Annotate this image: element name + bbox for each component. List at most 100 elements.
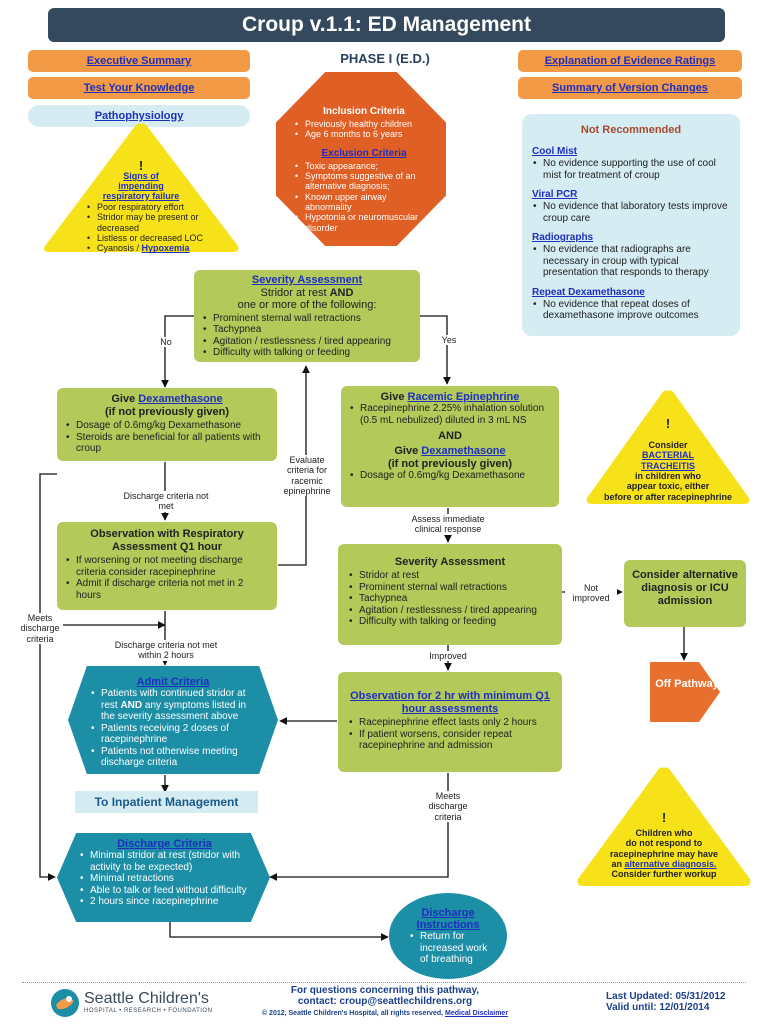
give-epi-prefix: Give <box>380 391 408 403</box>
list-item: Minimal retractions <box>79 873 250 885</box>
admit-item1-c: any symptoms listed in the severity asse… <box>101 699 247 723</box>
not-rec-cool-mist: Cool Mist No evidence supporting the use… <box>532 146 730 181</box>
pathophysiology-link[interactable]: Pathophysiology <box>94 110 184 122</box>
footer-divider <box>22 982 746 983</box>
alternative-diagnosis-link[interactable]: alternative diagnosis. <box>624 859 717 870</box>
observation-q1-title: Observation with Respiratory Assessment … <box>90 528 244 553</box>
list-item: No evidence supporting the use of cool m… <box>532 158 730 181</box>
not-recommended-title: Not Recommended <box>580 124 682 136</box>
version-changes-link[interactable]: Summary of Version Changes <box>552 82 708 94</box>
version-changes-button[interactable]: Summary of Version Changes <box>518 77 742 99</box>
executive-summary-button[interactable]: Executive Summary <box>28 50 250 72</box>
severity-assessment-initial: Severity Assessment Stridor at rest AND … <box>194 270 420 362</box>
exclusion-criteria-link[interactable]: Exclusion Criteria <box>321 147 407 159</box>
discharge-instructions-list: Return for increased work of breathing <box>409 931 493 966</box>
give-dex-prefix: Give <box>111 393 139 405</box>
discharge-criteria-box: Discharge Criteria Minimal stridor at re… <box>57 833 270 922</box>
list-item: Tachypnea <box>348 593 552 605</box>
epi-and: AND <box>438 430 462 442</box>
list-item: No evidence that radiographs are necessa… <box>532 244 730 279</box>
dexamethasone-link-2[interactable]: Dexamethasone <box>421 445 506 457</box>
list-item: Steroids are beneficial for all patients… <box>65 432 269 455</box>
severity-assessment-link[interactable]: Severity Assessment <box>251 274 363 286</box>
racemic-epinephrine-link[interactable]: Racemic Epinephrine <box>407 391 520 403</box>
list-item: Listless or decreased LOC <box>86 233 236 244</box>
hypoxemia-link[interactable]: Hypoxemia <box>141 243 190 254</box>
severity-line1: Stridor at rest <box>260 286 330 299</box>
radiographs-link[interactable]: Radiographs <box>532 232 594 243</box>
executive-summary-link[interactable]: Executive Summary <box>86 55 192 67</box>
pathophysiology-button[interactable]: Pathophysiology <box>28 105 250 127</box>
list-item: Patients receiving 2 doses of racepineph… <box>90 723 256 746</box>
give-dex-condition: (if not previously given) <box>104 405 230 418</box>
copyright-text: © 2012, Seattle Children's Hospital, all… <box>261 1010 446 1017</box>
label-yes: Yes <box>437 335 461 346</box>
page-title: Croup v.1.1: ED Management <box>48 8 725 42</box>
list-item: Admit if discharge criteria not met in 2… <box>65 578 269 601</box>
observation-2hr-link[interactable]: Observation for 2 hr with minimum Q1 hou… <box>350 690 550 715</box>
discharge-instructions-link[interactable]: Discharge Instructions <box>416 907 480 932</box>
give-dex2-prefix: Give <box>394 445 422 457</box>
list-item: Return for increased work of breathing <box>409 931 493 966</box>
tracheitis-link[interactable]: TRACHEITIS <box>641 460 695 471</box>
dexamethasone-link[interactable]: Dexamethasone <box>138 393 223 405</box>
admit-criteria-link[interactable]: Admit Criteria <box>136 676 210 688</box>
last-updated: Last Updated: 05/31/2012 <box>606 991 726 1002</box>
give-dex2-list: Dosage of 0.6mg/kg Dexamethasone <box>349 470 551 482</box>
label-meets-discharge-left: Meets discharge criteria <box>17 613 63 645</box>
organization-name: Seattle Children's <box>84 990 209 1007</box>
repeat-dexamethasone-link[interactable]: Repeat Dexamethasone <box>532 286 645 298</box>
list-item: Stridor may be present or decreased <box>86 212 236 233</box>
viral-pcr-link[interactable]: Viral PCR <box>532 189 578 200</box>
not-recommended-panel: Not Recommended Cool Mist No evidence su… <box>522 114 740 336</box>
test-knowledge-link[interactable]: Test Your Knowledge <box>83 82 195 94</box>
give-dex2-condition: (if not previously given) <box>387 457 513 470</box>
warning-triangle-icon <box>577 767 751 886</box>
inclusion-list: Previously healthy children Age 6 months… <box>294 119 434 140</box>
list-item: Minimal stridor at rest (stridor with ac… <box>79 850 250 873</box>
test-knowledge-button[interactable]: Test Your Knowledge <box>28 77 250 99</box>
list-item: If patient worsens, consider repeat race… <box>348 729 552 752</box>
bacterial-link[interactable]: BACTERIAL <box>642 450 694 461</box>
resp-failure-link-2[interactable]: impending <box>118 180 164 191</box>
non-responders-line2: do not respond to <box>625 838 703 849</box>
bacterial-line2: in children who <box>634 471 701 482</box>
list-item: Known upper airway abnormality <box>294 192 434 213</box>
label-not-improved: Not improved <box>565 583 617 604</box>
inclusion-title: Inclusion Criteria <box>323 106 405 117</box>
list-item: Symptoms suggestive of an alternative di… <box>294 171 434 192</box>
non-responders-line3: racepinephrine may have <box>609 848 719 859</box>
severity-followup-list: Stridor at rest Prominent sternal wall r… <box>348 570 552 628</box>
severity-line2: one or more of the following: <box>237 299 377 312</box>
list-item: Age 6 months to 6 years <box>294 129 434 140</box>
evidence-ratings-link[interactable]: Explanation of Evidence Ratings <box>544 55 716 67</box>
list-item: Racepinephrine 2.25% inhalation solution… <box>349 403 551 426</box>
organization-subtitle: HOSPITAL • RESEARCH • FOUNDATION <box>84 1008 213 1014</box>
admit-item1-and: AND <box>120 699 143 711</box>
evidence-ratings-button[interactable]: Explanation of Evidence Ratings <box>518 50 742 72</box>
warning-triangle-icon <box>586 390 750 504</box>
footer-email[interactable]: contact: croup@seattlechildrens.org <box>297 996 473 1007</box>
label-improved: Improved <box>423 651 473 662</box>
warning-exclamation: ! <box>665 416 671 431</box>
list-item: Patients with continued stridor at rest … <box>90 688 256 723</box>
admit-criteria-box: Admit Criteria Patients with continued s… <box>68 666 278 774</box>
cool-mist-link[interactable]: Cool Mist <box>532 146 577 157</box>
discharge-criteria-link[interactable]: Discharge Criteria <box>117 838 212 850</box>
label-assess-response: Assess immediate clinical response <box>400 514 496 535</box>
give-epi-list: Racepinephrine 2.25% inhalation solution… <box>349 403 551 426</box>
not-rec-viral-pcr: Viral PCR No evidence that laboratory te… <box>532 189 730 224</box>
observation-2hr-list: Racepinephrine effect lasts only 2 hours… <box>348 717 552 752</box>
list-item: If worsening or not meeting discharge cr… <box>65 555 269 578</box>
medical-disclaimer-link[interactable]: Medical Disclaimer <box>445 1010 509 1017</box>
bacterial-line4: before or after racepinephrine <box>603 491 733 502</box>
list-item: Dosage of 0.6mg/kg Dexamethasone <box>65 420 269 432</box>
list-item: Difficulty with talking or feeding <box>348 616 552 628</box>
resp-failure-link-1[interactable]: Signs of <box>123 171 159 181</box>
list-item: Agitation / restlessness / tired appeari… <box>348 605 552 617</box>
list-item: Poor respiratory effort <box>86 202 236 213</box>
resp-failure-link-3[interactable]: respiratory failure <box>102 190 180 201</box>
phase-label: PHASE I (E.D.) <box>340 51 430 66</box>
seattle-childrens-logo-icon <box>51 989 79 1017</box>
inclusion-exclusion-octagon: Inclusion Criteria Previously healthy ch… <box>276 72 446 246</box>
